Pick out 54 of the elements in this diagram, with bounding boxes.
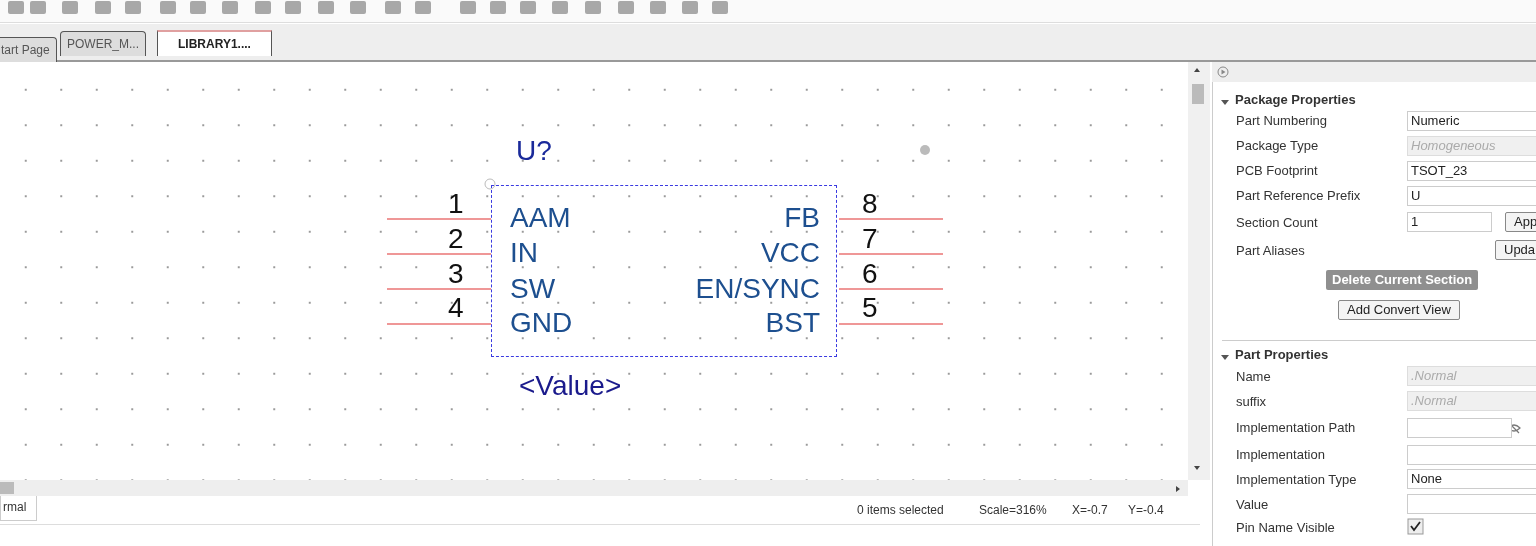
pin-number: 5 [862,292,878,324]
pin-number: 4 [448,292,464,324]
dropdown-field: None [1407,469,1536,489]
text-field: Numeric [1407,111,1536,131]
section-heading: Package Properties [1235,92,1356,107]
pin-number: 2 [448,223,464,255]
pin-name: EN/SYNC [695,273,820,305]
delete-section-button: Delete Current Section [1326,270,1479,290]
pin-name: VCC [760,237,820,269]
part-symbol-box [491,185,837,357]
pin-name: SW [510,273,556,305]
tab: LIBRARY1.... [157,30,272,56]
pin-name: FB [784,202,820,234]
pin-number: 6 [862,258,878,290]
status-text: X=-0.7 [1072,503,1108,517]
pin-number: 8 [862,188,878,220]
tab: POWER_M... [60,31,146,56]
property-label: Implementation Type [1236,472,1357,487]
reference-designator: U? [516,135,552,167]
property-label: Part Reference Prefix [1236,188,1361,203]
text-field: .Normal [1407,391,1536,411]
property-label: Part Numbering [1236,113,1328,128]
pin-number: 1 [448,188,464,220]
text-field: Homogeneous [1407,136,1536,156]
property-label: Implementation Path [1236,420,1356,435]
update-button: Upda [1495,240,1536,260]
tab: rmal [0,496,38,521]
property-label: Name [1236,369,1271,384]
status-text: Scale=316% [979,503,1047,517]
property-label: Package Type [1236,138,1319,153]
text-field: U [1407,186,1536,206]
pin-name: IN [510,237,538,269]
pin-number: 7 [862,223,878,255]
pin-name: AAM [510,202,571,234]
property-label: Section Count [1236,215,1318,230]
property-label: Pin Name Visible [1236,520,1335,535]
text-field: 1 [1407,212,1492,232]
pin-number: 3 [448,258,464,290]
pin-name: BST [765,307,820,339]
text-field: TSOT_23 [1407,161,1536,181]
property-label: PCB Footprint [1236,163,1318,178]
pin-name: GND [510,307,573,339]
text-field: .Normal [1407,366,1536,386]
property-label: Implementation [1236,447,1325,462]
status-text: Y=-0.4 [1128,503,1164,517]
property-label: suffix [1236,394,1267,409]
add-convert-view-button: Add Convert View [1338,300,1460,320]
property-label: Value [1236,497,1269,512]
apply-button: App [1505,212,1536,232]
part-value-text: <Value> [519,370,622,402]
tab: tart Page [0,37,57,62]
property-label: Part Aliases [1236,243,1305,258]
status-text: 0 items selected [857,503,944,517]
section-heading: Part Properties [1235,347,1329,362]
